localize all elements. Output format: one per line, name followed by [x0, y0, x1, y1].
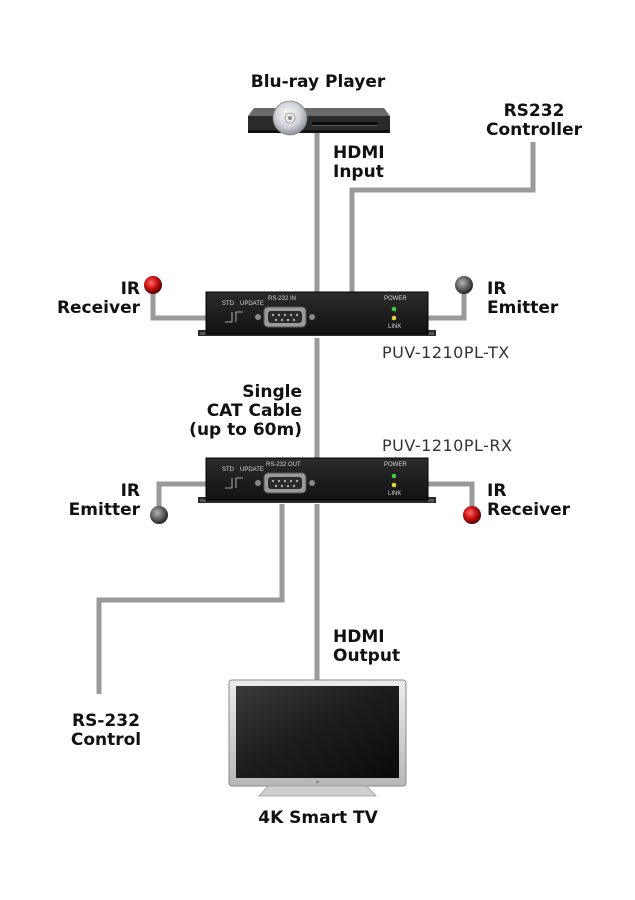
rx-rs232-port: [255, 472, 315, 494]
bluray-player-label: Blu-ray Player: [250, 72, 386, 92]
hdmi-input-label: HDMI Input: [333, 143, 385, 182]
rx-port-label: RS-232 OUT: [266, 462, 301, 468]
tx-std-label: STD: [222, 301, 235, 307]
rx-ir-emitter-cable: [156, 481, 206, 510]
cat-cable-label: Single CAT Cable (up to 60m): [189, 382, 302, 440]
rx-power-label: POWER: [384, 462, 407, 468]
tx-ir-receiver-dot: [144, 276, 162, 294]
transmitter-unit: STD UPDATE RS-232 IN POWER LINK: [198, 291, 436, 336]
rx-ir-receiver-cable: [428, 481, 475, 510]
tx-ir-emitter-dot: [455, 276, 473, 294]
tx-power-label: POWER: [384, 296, 407, 302]
rx-power-led: [391, 473, 397, 479]
rx-std-label: STD: [222, 467, 235, 473]
tx-model-label: PUV-1210PL-TX: [382, 343, 510, 362]
tx-ir-receiver-cable: [150, 290, 206, 321]
rx-link-label: LINK: [388, 491, 401, 497]
smart-tv-label: 4K Smart TV: [258, 808, 378, 828]
hdmi-output-label: HDMI Output: [333, 627, 401, 666]
receiver-unit: STD UPDATE RS-232 OUT POWER LINK: [198, 457, 436, 503]
cables: [96, 132, 536, 694]
rx-link-led: [391, 482, 397, 488]
rs232-control-label: RS-232 Control: [70, 711, 142, 750]
rx-ir-emitter-label: IR Emitter: [68, 481, 140, 520]
tx-ir-emitter-label: IR Emitter: [487, 279, 559, 318]
rs232-controller-label: RS232 Controller: [485, 101, 582, 140]
tx-update-label: UPDATE: [240, 301, 264, 307]
rx-model-label: PUV-1210PL-RX: [382, 436, 513, 455]
rs232-control-cable: [96, 504, 285, 694]
rx-ir-receiver-label: IR Receiver: [487, 481, 571, 520]
tx-port-label: RS-232 IN: [268, 296, 296, 302]
rx-ir-emitter-dot: [150, 506, 168, 524]
tx-power-led: [391, 306, 397, 312]
rx-ir-receiver-dot: [463, 506, 481, 524]
smart-tv-icon: [228, 679, 407, 797]
tx-ir-receiver-label: IR Receiver: [56, 279, 140, 318]
tx-link-led: [391, 315, 397, 321]
tx-link-label: LINK: [388, 324, 401, 330]
tx-ir-emitter-cable: [428, 292, 467, 321]
rs232-controller-cable: [349, 142, 536, 292]
tx-rs232-port: [255, 306, 315, 328]
bluray-player-icon: [248, 100, 390, 136]
rx-update-label: UPDATE: [240, 467, 264, 473]
